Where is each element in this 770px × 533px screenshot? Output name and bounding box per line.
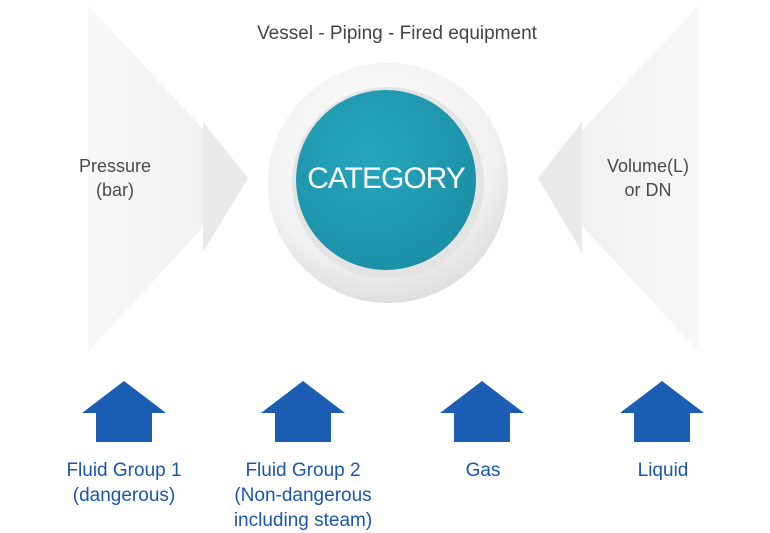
fluid-group-1-label: Fluid Group 1 (dangerous): [66, 460, 182, 506]
category-label: CATEGORY: [307, 162, 466, 195]
category-circle: [268, 63, 508, 303]
pressure-label: Pressure (bar): [78, 156, 152, 200]
up-house-arrow-icon: [261, 381, 345, 442]
volume-label: Volume(L) or DN: [606, 156, 690, 200]
up-house-arrow-icon: [440, 381, 524, 442]
diagram-title: Vessel - Piping - Fired equipment: [257, 23, 537, 44]
fluid-group-2-label: Fluid Group 2 (Non-dangerous including s…: [233, 460, 373, 531]
up-house-arrow-icon: [82, 381, 166, 442]
right-chevron-arrow-icon: [538, 5, 699, 352]
up-house-arrow-icon: [620, 381, 704, 442]
gas-label: Gas: [465, 460, 501, 481]
left-chevron-arrow-icon: [88, 5, 248, 352]
liquid-label: Liquid: [637, 460, 689, 481]
